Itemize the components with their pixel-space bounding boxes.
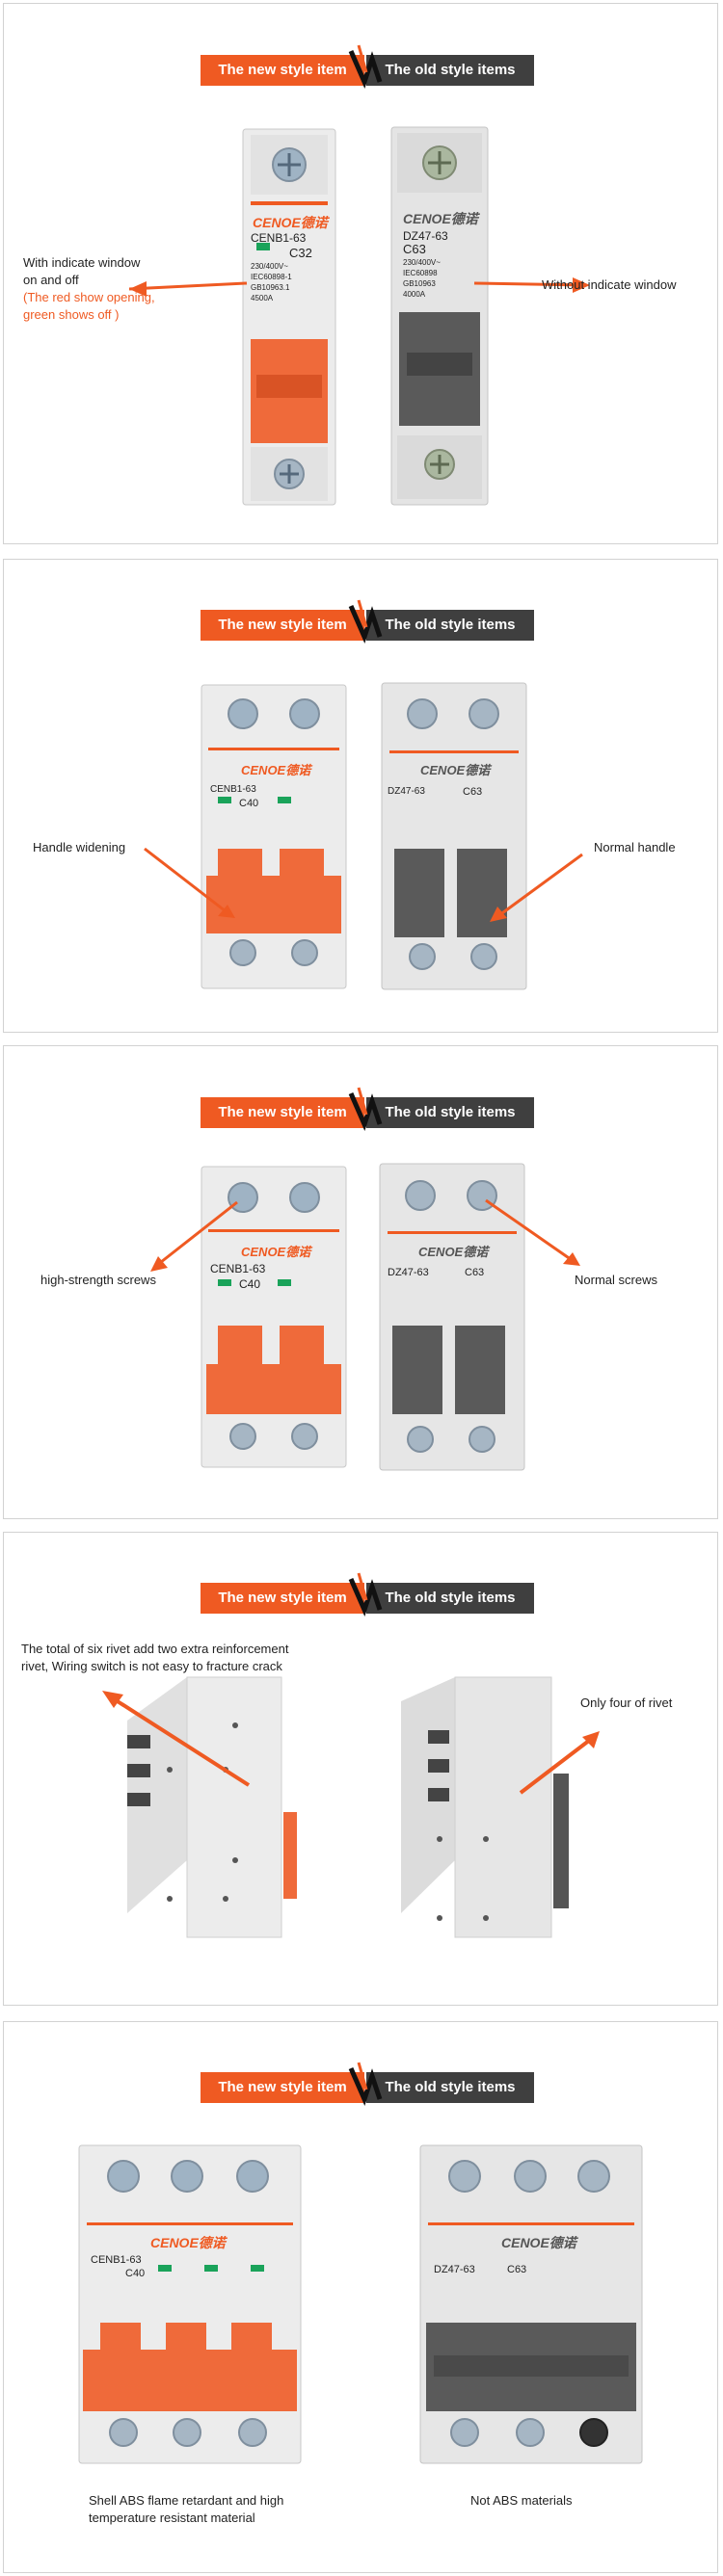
old-spec-2: GB10963: [403, 279, 436, 288]
brand-label-new: CENOE德诺: [241, 763, 311, 777]
normal-screws-note: Normal screws: [575, 1273, 657, 1287]
breaker-photos-2: [144, 682, 583, 990]
new-style-label: The new style item: [201, 610, 364, 641]
brand-label-new: CENOE德诺: [253, 215, 328, 230]
new-rating-label: C40: [125, 2268, 146, 2279]
old-rating-label: C63: [403, 242, 426, 256]
comparison-badge: The new style item The old style items: [201, 1572, 534, 1617]
comparison-badge: The new style item The old style items: [201, 2062, 534, 2106]
old-rating-label: C63: [507, 2264, 527, 2275]
old-breaker-2p: [379, 1163, 525, 1471]
not-abs-note: Not ABS materials: [470, 2493, 573, 2508]
old-breaker-side: [401, 1676, 569, 1938]
new-rating-label: C40: [239, 798, 259, 809]
vs-icon: [348, 44, 383, 89]
old-style-label: The old style items: [366, 610, 534, 641]
new-rating-label: C32: [289, 246, 312, 260]
comparison-badge: The new style item The old style items: [201, 1087, 534, 1131]
comparison-panel-rivets: The new style item The old style items: [3, 1532, 718, 2006]
old-model-label: DZ47-63: [388, 1267, 429, 1278]
comparison-badge: The new style item The old style items: [201, 599, 534, 644]
arrow-left-1: [128, 281, 248, 291]
new-style-label: The new style item: [201, 1583, 364, 1614]
old-spec-3: 4000A: [403, 290, 426, 299]
comparison-panel-material: The new style item The old style items: [3, 2021, 718, 2573]
old-spec-0: 230/400V~: [403, 258, 441, 267]
breaker-photos-1: [128, 126, 590, 506]
new-breaker-2p: [201, 684, 347, 989]
new-model-label: CENB1-63: [210, 784, 256, 795]
new-style-label: The new style item: [201, 2072, 364, 2103]
old-model-label: DZ47-63: [434, 2264, 475, 2275]
comparison-badge: The new style item The old style items: [201, 44, 534, 89]
old-style-label: The old style items: [366, 1583, 534, 1614]
old-breaker-3p: [419, 2144, 643, 2464]
new-spec-1: IEC60898-1: [251, 273, 292, 281]
old-model-label: DZ47-63: [403, 229, 448, 243]
no-indicator-note: Without indicate window: [542, 277, 677, 292]
vs-icon: [348, 1572, 383, 1617]
abs-material-note: Shell ABS flame retardant and high tempe…: [89, 2493, 284, 2525]
comparison-panel-handle: The new style item The old style items: [3, 559, 718, 1033]
new-style-label: The new style item: [201, 1097, 364, 1128]
handle-widening-note: Handle widening: [33, 840, 126, 854]
old-model-label: DZ47-63: [388, 786, 425, 797]
new-spec-2: GB10963.1: [251, 283, 290, 292]
brand-label-new: CENOE德诺: [241, 1245, 311, 1259]
comparison-panel-screws: The new style item The old style items: [3, 1045, 718, 1519]
breaker-photos-4: [102, 1676, 600, 1938]
new-style-label: The new style item: [201, 55, 364, 86]
old-rating-label: C63: [465, 1267, 485, 1278]
new-breaker-2p: [201, 1166, 347, 1468]
vs-icon: [348, 1087, 383, 1131]
new-rating-label: C40: [239, 1277, 261, 1291]
brand-label-new: CENOE德诺: [150, 2235, 226, 2250]
comparison-panel-indicator: The new style item The old style items: [3, 3, 718, 544]
new-spec-3: 4500A: [251, 294, 274, 302]
high-strength-screws-note: high-strength screws: [40, 1273, 156, 1287]
new-spec-0: 230/400V~: [251, 262, 288, 271]
vs-icon: [348, 599, 383, 644]
breaker-photos-5: [78, 2144, 643, 2464]
six-rivet-note: The total of six rivet add two extra rei…: [21, 1642, 289, 1673]
new-breaker-side: [127, 1676, 297, 1938]
old-style-label: The old style items: [366, 55, 534, 86]
arrow-right-1: [473, 281, 587, 287]
old-breaker-2p: [381, 682, 527, 990]
brand-label-old: CENOE德诺: [420, 763, 491, 777]
new-model-label: CENB1-63: [91, 2254, 142, 2266]
brand-label-old: CENOE德诺: [403, 211, 478, 226]
old-spec-1: IEC60898: [403, 269, 438, 277]
new-model-label: CENB1-63: [210, 1262, 266, 1275]
breaker-photos-3: [150, 1163, 580, 1471]
brand-label-old: CENOE德诺: [501, 2235, 576, 2250]
old-style-label: The old style items: [366, 2072, 534, 2103]
old-style-label: The old style items: [366, 1097, 534, 1128]
four-rivet-note: Only four of rivet: [580, 1695, 673, 1710]
vs-icon: [348, 2062, 383, 2106]
indicator-window-note: With indicate window on and off (The red…: [23, 255, 155, 322]
new-breaker-1p: [242, 128, 336, 506]
normal-handle-note: Normal handle: [594, 840, 676, 854]
new-breaker-3p: [78, 2144, 302, 2464]
old-breaker-1p: [390, 126, 489, 506]
brand-label-old: CENOE德诺: [418, 1245, 489, 1259]
new-model-label: CENB1-63: [251, 231, 307, 245]
old-rating-label: C63: [463, 786, 483, 798]
